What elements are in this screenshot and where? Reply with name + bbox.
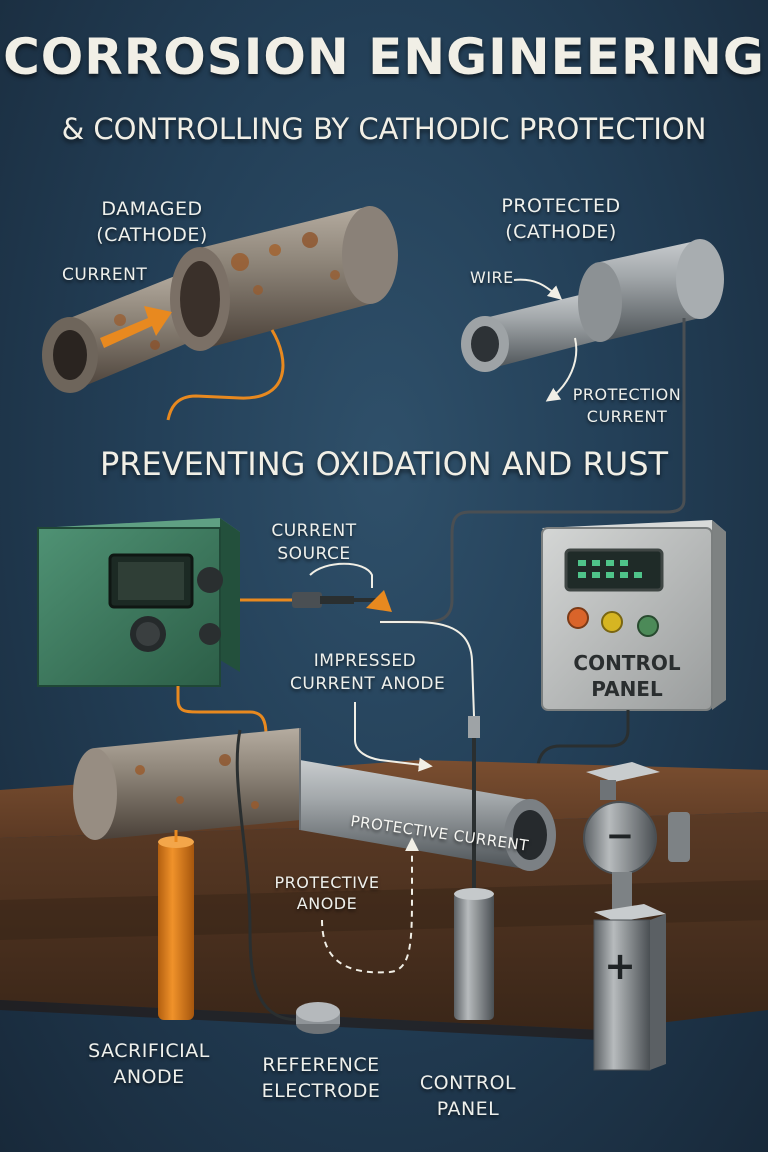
sacrificial-anode [158, 830, 194, 1020]
label-impressed-anode-line2: CURRENT ANODE [290, 674, 446, 694]
damaged-pipe-wire [166, 329, 285, 421]
label-protected: PROTECTED (CATHODE) [496, 193, 626, 245]
label-control-panel-bottom-line2: PANEL [436, 1098, 500, 1120]
label-protected-line2: (CATHODE) [505, 221, 617, 243]
protected-pipe-wire [380, 318, 686, 624]
label-wire: WIRE [470, 268, 514, 287]
label-control-panel-box: CONTROL PANEL [562, 650, 692, 702]
source-wire-down [176, 686, 268, 760]
reference-electrode [296, 1002, 340, 1034]
label-protected-line1: PROTECTED [501, 195, 621, 217]
section-heading: PREVENTING OXIDATION AND RUST [99, 445, 669, 483]
label-reference-electrode: REFERENCE ELECTRODE [256, 1052, 386, 1104]
page-subtitle: & CONTROLLING BY CATHODIC PROTECTION [61, 112, 707, 146]
current-source-pointer [309, 562, 373, 588]
minus-icon: − [605, 816, 635, 856]
impressed-current-anode [454, 716, 494, 1020]
label-damaged-line1: DAMAGED [101, 198, 203, 220]
damaged-pipe [42, 206, 398, 393]
anode-feed-wire [380, 620, 475, 717]
plus-icon: + [604, 944, 636, 988]
label-control-panel-box-line2: PANEL [591, 677, 663, 701]
page-title: CORROSION ENGINEERING [3, 28, 765, 86]
label-current-source-line1: CURRENT [271, 521, 357, 541]
label-current-source-line2: SOURCE [277, 544, 351, 564]
reference-wire [235, 729, 301, 1022]
label-reference-electrode-line1: REFERENCE [262, 1054, 380, 1076]
current-arrow-icon [100, 306, 172, 348]
label-protection-current-line2: CURRENT [586, 407, 668, 426]
wire-pointer [513, 278, 563, 300]
current-source-box [37, 518, 240, 687]
protective-current-dashed [321, 837, 419, 974]
label-current-source: CURRENT SOURCE [266, 520, 362, 566]
label-sacrificial-anode-line2: ANODE [113, 1066, 185, 1088]
label-impressed-anode: IMPRESSED CURRENT ANODE [290, 650, 446, 696]
label-impressed-anode-line1: IMPRESSED [313, 651, 417, 671]
label-damaged: DAMAGED (CATHODE) [92, 196, 212, 248]
label-sacrificial-anode-line1: SACRIFICIAL [88, 1040, 210, 1062]
protection-current-arrow [545, 337, 578, 402]
label-protection-current-line1: PROTECTION [572, 385, 682, 404]
label-control-panel-box-line1: CONTROL [573, 651, 681, 675]
label-protection-current: PROTECTION CURRENT [572, 384, 682, 428]
label-control-panel-bottom-line1: CONTROL [419, 1072, 517, 1094]
label-current: CURRENT [62, 265, 148, 285]
label-protective-anode: PROTECTIVE ANODE [272, 872, 382, 914]
label-protective-anode-line2: ANODE [296, 894, 358, 913]
label-control-panel-bottom: CONTROL PANEL [408, 1070, 528, 1122]
label-damaged-line2: (CATHODE) [96, 224, 208, 246]
connector-plug [292, 590, 392, 612]
label-reference-electrode-line2: ELECTRODE [261, 1080, 381, 1102]
impressed-anode-pointer [354, 702, 433, 772]
control-panel-box [541, 520, 726, 711]
battery-unit [583, 762, 690, 1071]
label-protective-anode-line1: PROTECTIVE [274, 873, 380, 892]
protected-pipe [461, 239, 724, 372]
label-sacrificial-anode: SACRIFICIAL ANODE [84, 1038, 214, 1090]
